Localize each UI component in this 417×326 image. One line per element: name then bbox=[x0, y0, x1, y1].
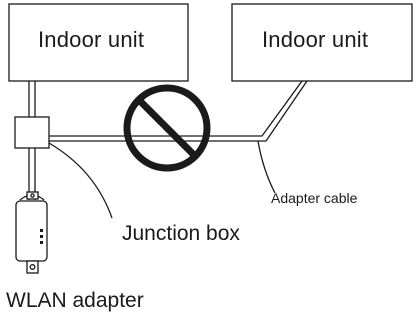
vertical-wire-lower bbox=[28, 148, 36, 200]
wlan-adapter-device bbox=[15, 191, 48, 274]
indoor-unit-right-label: Indoor unit bbox=[262, 27, 369, 52]
indoor-unit-left-label: Indoor unit bbox=[38, 27, 145, 52]
junction-box-leader bbox=[48, 142, 113, 219]
prohibited-icon bbox=[123, 84, 211, 172]
adapter-cable-leader bbox=[257, 140, 276, 194]
adapter-cable-label: Adapter cable bbox=[271, 190, 358, 206]
wlan-adapter-label: WLAN adapter bbox=[6, 289, 144, 312]
indoor-unit-right-box bbox=[231, 3, 413, 82]
indoor-unit-left-box bbox=[8, 3, 189, 82]
adapter-cable-line bbox=[49, 80, 308, 142]
junction-box bbox=[14, 116, 50, 149]
vertical-wire-upper bbox=[28, 81, 36, 117]
junction-box-label: Junction box bbox=[122, 222, 240, 245]
